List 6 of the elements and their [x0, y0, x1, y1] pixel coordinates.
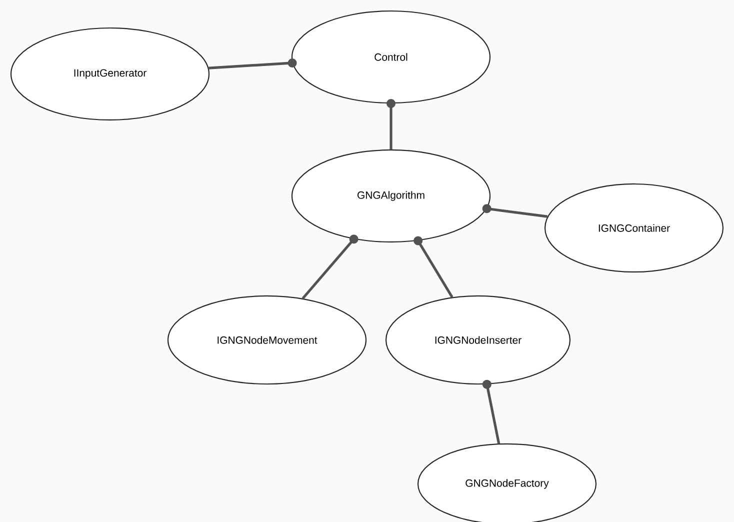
connector	[414, 236, 454, 298]
connector	[302, 234, 358, 300]
connector	[386, 99, 396, 150]
connector	[482, 380, 500, 444]
connector	[208, 58, 297, 70]
connector	[482, 204, 548, 218]
